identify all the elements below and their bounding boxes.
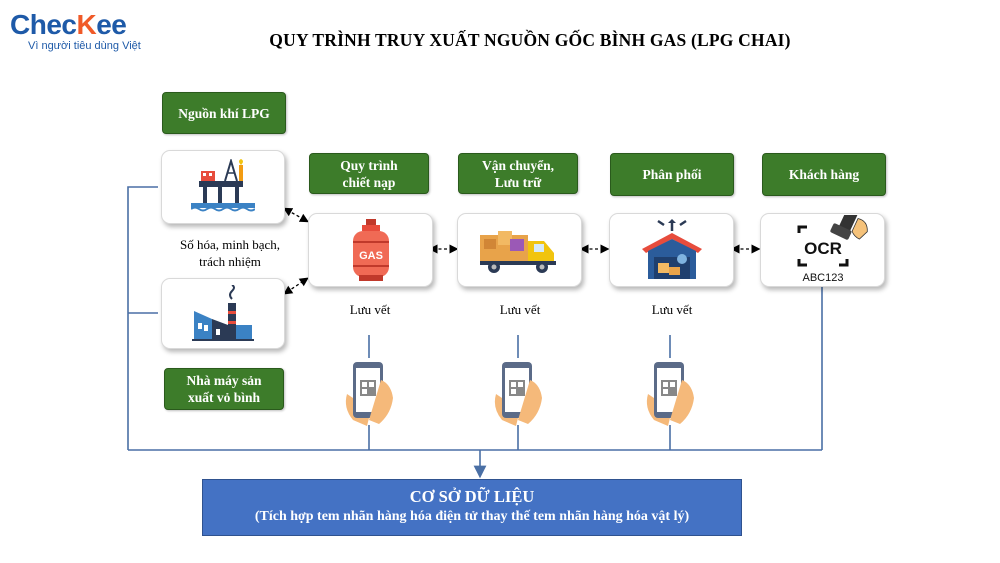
gas-cylinder-icon: GAS	[352, 219, 389, 281]
qr-phone-icon	[646, 362, 694, 426]
logo-tagline: Vì người tiêu dùng Việt	[28, 40, 141, 52]
stage-filling: Quy trình chiết nạp	[309, 153, 429, 194]
oil-rig-card	[161, 150, 285, 224]
checkee-logo: ChecKee Vì người tiêu dùng Việt	[10, 10, 170, 60]
ocr-code: ABC123	[802, 272, 843, 284]
digitize-note: Số hóa, minh bạch, trách nhiệm	[179, 237, 280, 269]
ocr-scanner-icon: OCR ABC123	[797, 215, 868, 284]
logo-prefix: Chec	[10, 9, 77, 40]
logo-suffix: ee	[96, 9, 127, 40]
trace-label-distribution: Lưu vết	[651, 302, 693, 317]
stage-factory: Nhà máy sản xuất vỏ bình	[164, 368, 284, 410]
warehouse-icon	[641, 219, 702, 279]
factory-card	[161, 278, 285, 349]
delivery-truck-icon	[479, 231, 556, 273]
logo-k: K	[76, 9, 97, 40]
trace-label-filling: Lưu vết	[349, 302, 391, 317]
distribution-card	[609, 213, 734, 287]
qr-phone-icon	[494, 362, 542, 426]
arrow-rig-filling	[283, 207, 309, 223]
stage-transport: Vận chuyển, Lưu trữ	[458, 153, 578, 194]
stage-lpg-source: Nguồn khí LPG	[162, 92, 286, 134]
gas-card: GAS	[308, 213, 433, 287]
customer-card: OCR ABC123	[760, 213, 885, 287]
oil-rig-icon	[191, 159, 255, 212]
transport-card	[457, 213, 582, 287]
arrow-factory-filling	[283, 277, 309, 295]
ocr-label: OCR	[804, 239, 842, 258]
stage-customer: Khách hàng	[762, 153, 886, 196]
left-bracket-line	[127, 186, 158, 450]
page-title: QUY TRÌNH TRUY XUẤT NGUỒN GỐC BÌNH GAS (…	[269, 30, 791, 50]
qr-phone-icon	[345, 362, 393, 426]
trace-label-transport: Lưu vết	[499, 302, 541, 317]
factory-icon	[192, 284, 254, 341]
database-box: CƠ SỞ DỮ LIỆU (Tích hợp tem nhãn hàng hó…	[202, 479, 742, 536]
gas-label: GAS	[359, 250, 383, 262]
database-title: CƠ SỞ DỮ LIỆU	[409, 487, 535, 506]
database-subtitle: (Tích hợp tem nhãn hàng hóa điện tử thay…	[254, 509, 690, 524]
stage-distribution: Phân phối	[610, 153, 734, 196]
